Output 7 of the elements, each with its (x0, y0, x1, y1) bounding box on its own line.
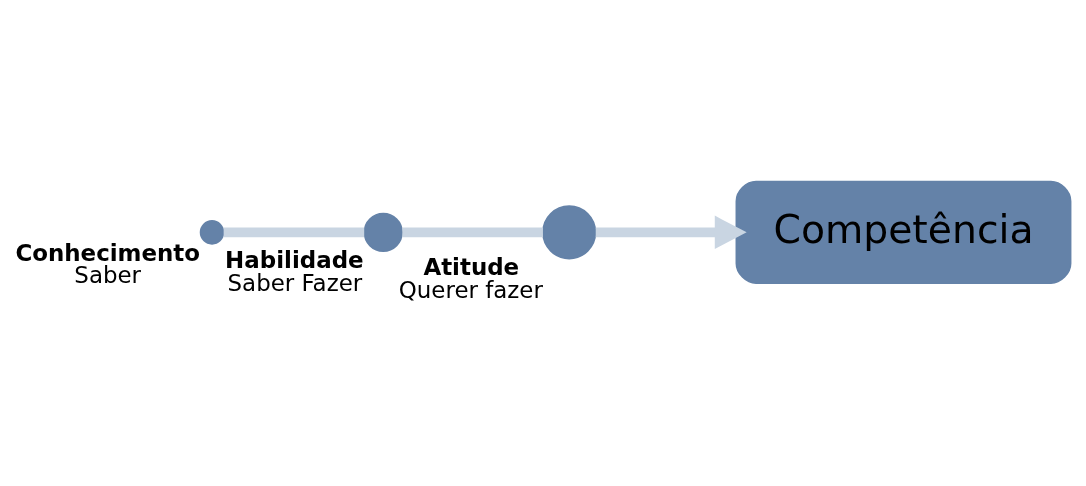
node-circle (199, 220, 225, 245)
arrow (595, 215, 747, 250)
connector (223, 227, 365, 238)
node-circle (363, 212, 403, 252)
node-circle (542, 205, 597, 260)
node-box: Competência (735, 180, 1072, 284)
connector (402, 227, 543, 238)
